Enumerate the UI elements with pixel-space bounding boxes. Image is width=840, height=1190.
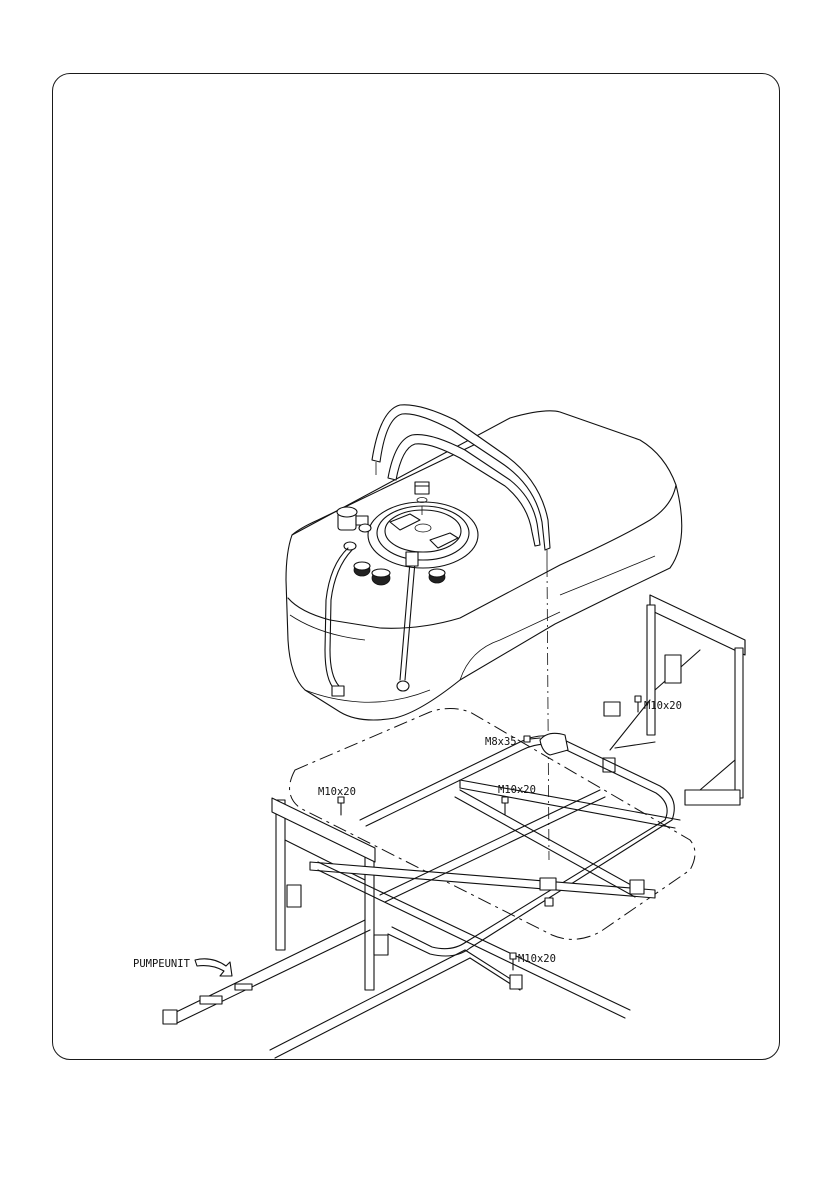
fill-opening-ring — [368, 502, 478, 568]
callout-bolt-frame-left: M10x20 — [318, 786, 356, 798]
bolt-frame-left — [338, 797, 344, 815]
bolt-frame-bottom — [510, 953, 516, 970]
bolt-tank-right — [635, 696, 641, 712]
pump-unit-arrow — [195, 959, 232, 976]
callout-bolt-frame-bottom: M10x20 — [518, 953, 556, 965]
callout-bolt-tank-right: M10x20 — [644, 700, 682, 712]
callout-pump-unit: PUMPEUNIT — [133, 958, 191, 970]
callout-bolt-bracket: M8x35 — [485, 736, 517, 748]
bracket — [540, 733, 568, 755]
bolt-frame-center — [502, 797, 508, 815]
tank — [286, 411, 682, 720]
tank-body — [286, 411, 682, 720]
callout-bolt-frame-center: M10x20 — [498, 784, 536, 796]
